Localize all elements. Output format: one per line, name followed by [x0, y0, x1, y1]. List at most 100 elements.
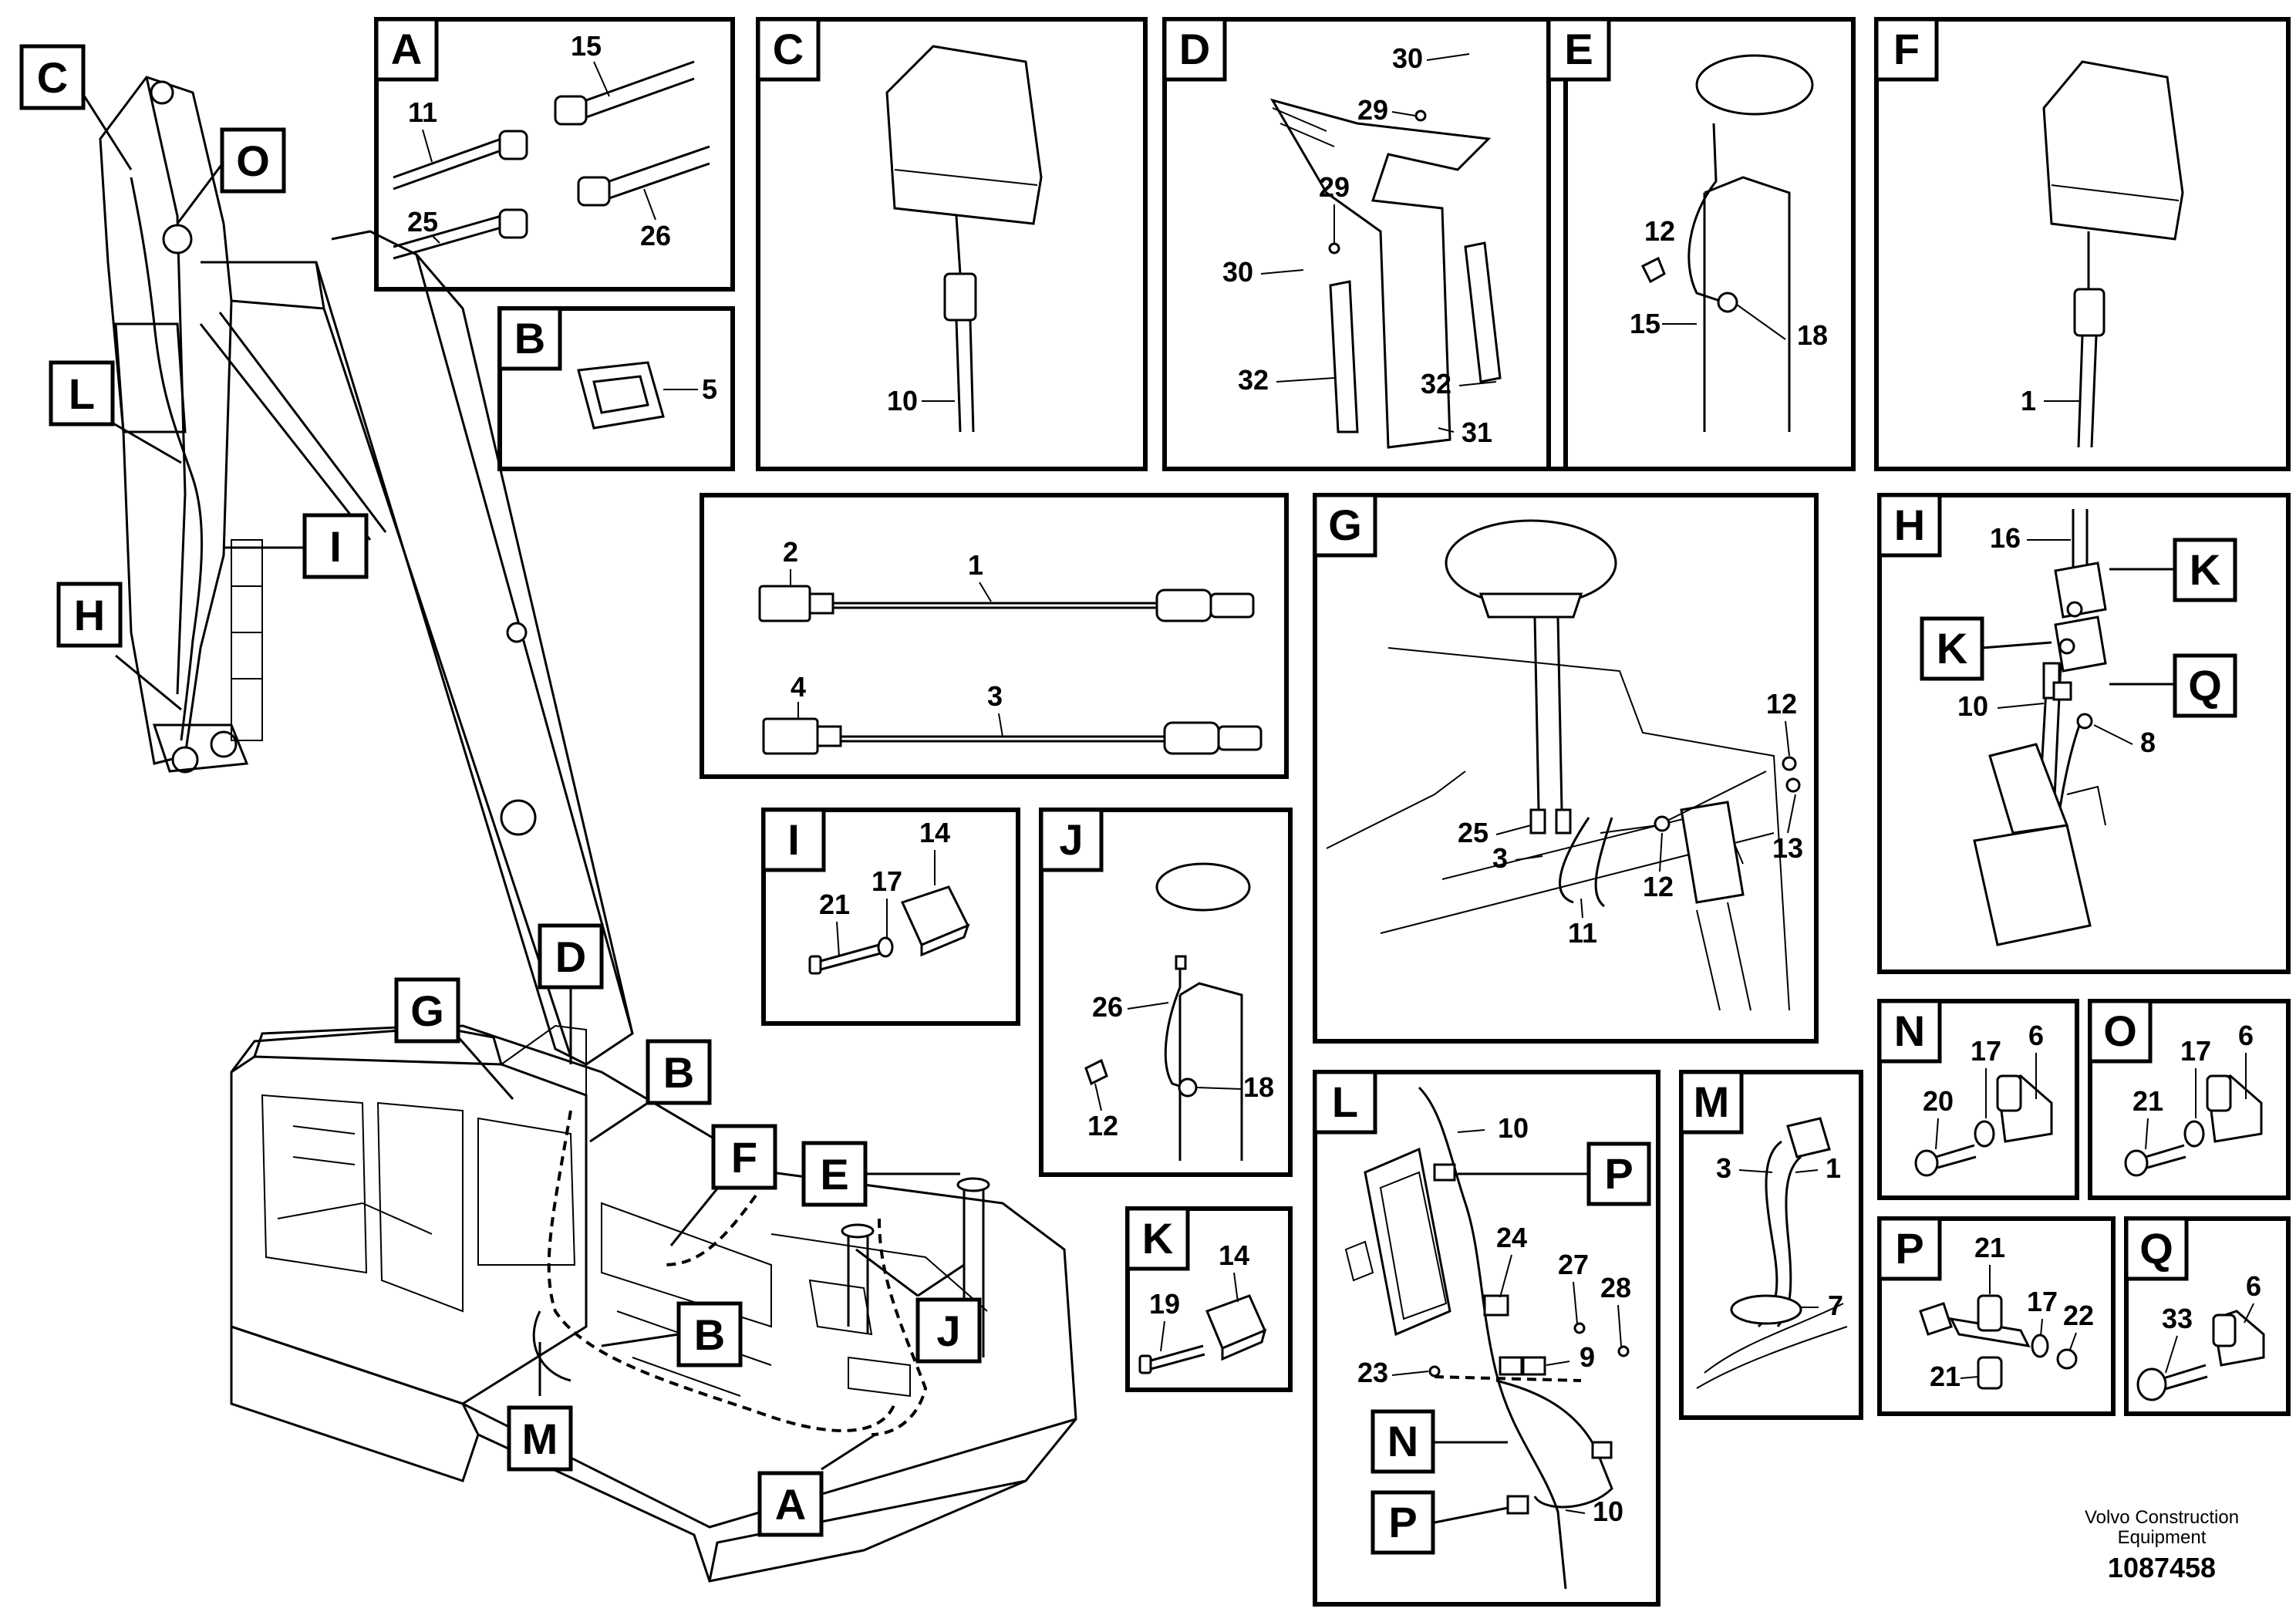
- callout-d: [538, 923, 604, 990]
- callout-letter: M: [1694, 1077, 1730, 1126]
- callout-h: [56, 582, 123, 648]
- part-number-label: 13: [1772, 832, 1803, 864]
- callout-c: [19, 44, 86, 110]
- panel-o: P 21 17 22 21: [1877, 1216, 2116, 1416]
- callout-k-upper: [2173, 538, 2237, 602]
- part-number-label: 22: [2063, 1300, 2094, 1331]
- part-number-label: 32: [1238, 364, 1269, 396]
- panel-m: M 3 1 7: [1679, 1070, 1863, 1420]
- panel-a: A 15 11 25 26: [374, 17, 735, 292]
- part-number-label: 17: [872, 865, 902, 897]
- callout-letter: E: [1564, 25, 1593, 73]
- callout-o-label: O: [236, 137, 270, 185]
- panel-f: F 1: [1874, 17, 2291, 471]
- part-number-label: 1: [1826, 1152, 1841, 1184]
- part-number-label: 21: [819, 889, 850, 920]
- callout-a: [757, 1471, 824, 1537]
- part-number-label: 11: [1568, 917, 1597, 949]
- callout-m-label: M: [522, 1415, 558, 1463]
- part-number-label: 21: [1974, 1232, 2005, 1263]
- part-number-label: 12: [1644, 215, 1675, 247]
- callout-j-label: J: [936, 1307, 960, 1355]
- callout-letter: G: [1328, 501, 1362, 549]
- part-number-label: 12: [1087, 1110, 1118, 1141]
- part-number-label: 7: [1828, 1290, 1843, 1321]
- callout-e-label: E: [820, 1150, 848, 1199]
- part-number-label: 31: [1462, 416, 1492, 448]
- part-number-label: 30: [1222, 256, 1253, 288]
- part-number-label: 10: [1957, 690, 1988, 722]
- part-number-label: 10: [887, 385, 918, 416]
- part-number-label: 30: [1392, 42, 1423, 74]
- part-number-label: 3: [1716, 1152, 1731, 1184]
- footer: Volvo Construction Equipment 1087458: [2085, 1507, 2239, 1583]
- panel-g: G 12 25 3 13 12 11: [1313, 493, 1819, 1044]
- part-number-label: 26: [640, 220, 671, 251]
- part-number-label: 25: [407, 206, 438, 238]
- part-number-label: 14: [919, 817, 950, 848]
- panel-k: K 14 19: [1125, 1206, 1293, 1392]
- callout-l: [49, 360, 115, 427]
- part-number-label: 29: [1357, 94, 1388, 126]
- part-number-label: 27: [1558, 1249, 1589, 1280]
- part-number-label: 17: [2027, 1286, 2058, 1317]
- panel-b: B 5: [497, 306, 735, 471]
- part-number-label: 8: [2140, 727, 2156, 758]
- panel-d: D 30 29 29 30 32 32 31: [1162, 17, 1568, 471]
- part-number-label: 15: [571, 30, 602, 62]
- callout-letter: P: [1895, 1224, 1923, 1273]
- part-number-label: 1: [2021, 385, 2036, 416]
- panel-n: N 17 6 20: [1877, 999, 2079, 1200]
- part-number-label: 26: [1092, 991, 1123, 1023]
- callout-letter: J: [1059, 815, 1083, 864]
- part-number-label: 17: [2180, 1035, 2211, 1067]
- callout-letter: K: [1142, 1214, 1173, 1263]
- part-number-label: 12: [1643, 871, 1674, 902]
- callout-letter: A: [391, 25, 422, 73]
- part-number-label: 32: [1421, 368, 1451, 400]
- callout-f: [711, 1124, 777, 1190]
- part-number-label: 6: [2028, 1020, 2044, 1051]
- panel-h: H K K Q 16 10 8: [1877, 493, 2291, 974]
- part-number-label: 33: [2162, 1303, 2193, 1334]
- part-number-label: 11: [408, 96, 437, 128]
- callout-h-label: H: [74, 591, 105, 639]
- panel-l: L P N P 10 24 27 28 23: [1313, 1070, 1660, 1607]
- part-number-label: 2: [783, 536, 798, 568]
- callout-j: [915, 1297, 982, 1364]
- callout-letter: Q: [2139, 1224, 2173, 1273]
- callout-c-label: C: [37, 53, 68, 102]
- callout-n-inner: [1371, 1409, 1435, 1474]
- part-number-label: 18: [1797, 319, 1828, 351]
- part-number-label: 15: [1630, 308, 1660, 339]
- company-name-line2: Equipment: [2118, 1527, 2207, 1548]
- part-number-label: 10: [1593, 1496, 1623, 1527]
- part-number-label: 9: [1580, 1341, 1595, 1373]
- callout-letter: C: [773, 25, 804, 73]
- callout-letter: P: [1388, 1498, 1417, 1546]
- part-number-label: 25: [1458, 817, 1489, 848]
- part-number-label: 28: [1600, 1272, 1631, 1303]
- callout-k-lower: [1920, 616, 1984, 681]
- part-number-label: 21: [1930, 1361, 1961, 1392]
- part-number-label: 10: [1498, 1112, 1529, 1144]
- part-number-label: 1: [968, 549, 983, 581]
- callout-d-label: D: [555, 932, 586, 981]
- part-number-label: 21: [2132, 1085, 2163, 1117]
- callout-letter: Q: [2188, 661, 2222, 710]
- part-number-label: 6: [2238, 1020, 2254, 1051]
- part-number-label: 24: [1496, 1222, 1527, 1253]
- panel-e: E 12 15 18: [1546, 17, 1856, 471]
- callout-b-lower-label: B: [694, 1310, 725, 1359]
- callout-letter: K: [1937, 624, 1967, 673]
- part-number-label: 16: [1990, 522, 2021, 554]
- part-number-label: 3: [987, 680, 1003, 712]
- part-number-label: 20: [1923, 1085, 1954, 1117]
- part-number-label: 14: [1219, 1239, 1249, 1271]
- callout-m: [507, 1405, 573, 1472]
- callout-g-label: G: [410, 986, 444, 1035]
- callout-b-upper-label: B: [663, 1048, 694, 1097]
- part-number-label: 18: [1243, 1071, 1274, 1103]
- callout-letter: L: [1332, 1077, 1358, 1126]
